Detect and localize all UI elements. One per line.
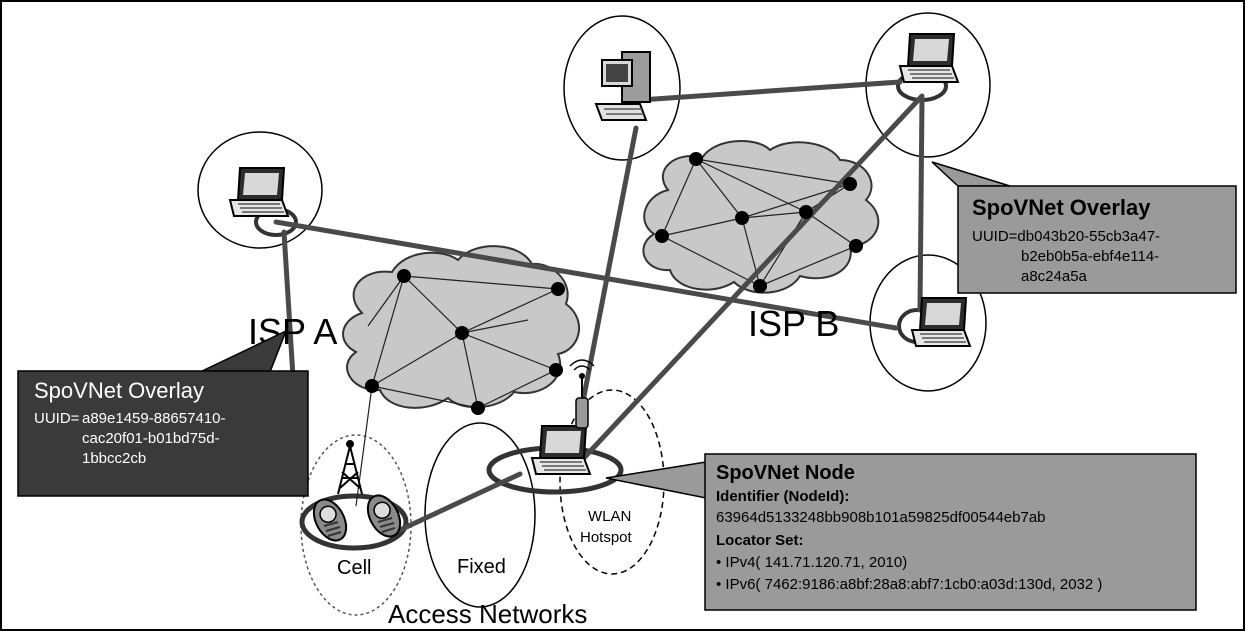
router-node-icon <box>799 205 813 219</box>
desktop-computer-icon <box>594 51 651 121</box>
node-ipv6: • IPv6( 7462:9186:a8bf:28a8:abf7:1cb0:a0… <box>716 576 1102 593</box>
router-node-icon <box>365 379 379 393</box>
laptop-icon <box>899 33 959 83</box>
cell-tower-icon <box>337 440 363 495</box>
laptop-icon <box>531 425 591 475</box>
overlay-a-title: SpoVNet Overlay <box>34 378 204 403</box>
wlan-label: WLAN <box>588 508 631 525</box>
overlay-a-callout: SpoVNet Overlay UUID= a89e1459-88657410-… <box>17 329 309 497</box>
router-node-icon <box>471 401 485 415</box>
node-locator-label: Locator Set: <box>716 532 804 549</box>
overlay-a-uuid-line2: cac20f01-b01bd75d- <box>82 430 220 447</box>
isp-b-label: ISP B <box>748 303 839 344</box>
node-identifier-value: 63964d5133248bb908b101a59825df00544eb7ab <box>716 509 1046 526</box>
overlay-a-uuid-line3: 1bbcc2cb <box>82 450 146 467</box>
router-node-icon <box>397 269 411 283</box>
router-node-icon <box>455 326 469 340</box>
internal-links <box>355 158 857 507</box>
router-node-icon <box>843 177 857 191</box>
router-node-icon <box>849 239 863 253</box>
router-node-icon <box>753 279 767 293</box>
router-nodes <box>365 152 863 415</box>
node-title: SpoVNet Node <box>716 462 855 484</box>
overlay-b-uuid-line2: b2eb0b5a-ebf4e114- <box>1021 248 1159 265</box>
wlan-access-point-icon <box>569 359 595 429</box>
attach-ring-phones <box>299 493 409 551</box>
host-ellipse-desktop <box>563 15 681 161</box>
router-node-icon <box>735 211 749 225</box>
overlay-b-title: SpoVNet Overlay <box>972 195 1151 220</box>
host-ellipse-left <box>197 131 323 249</box>
router-node-icon <box>551 282 565 296</box>
router-node-icon <box>655 229 669 243</box>
overlay-b-callout: SpoVNet Overlay UUID=db043b20-55cb3a47- … <box>931 161 1237 294</box>
laptop-icon <box>229 167 289 217</box>
fixed-network-ellipse <box>424 422 536 608</box>
cell-label: Cell <box>337 557 371 579</box>
node-identifier-label: Identifier (NodeId): <box>716 488 849 505</box>
overlay-a-uuid-line1: a89e1459-88657410- <box>82 410 225 427</box>
router-node-icon <box>549 363 563 377</box>
overlay-b-uuid-line1: UUID=db043b20-55cb3a47- <box>972 228 1160 245</box>
node-ipv4: • IPv4( 141.71.120.71, 2010) <box>716 554 907 571</box>
spovnet-node-callout: SpoVNet Node Identifier (NodeId): 63964d… <box>605 453 1197 611</box>
hotspot-label: Hotspot <box>580 529 633 546</box>
laptop-icon <box>911 297 971 347</box>
fixed-label: Fixed <box>457 556 506 578</box>
overlay-b-uuid-line3: a8c24a5a <box>1021 268 1088 285</box>
router-node-icon <box>689 152 703 166</box>
access-networks-caption: Access Networks <box>388 599 587 629</box>
overlay-a-uuid-prefix: UUID= <box>34 410 80 427</box>
